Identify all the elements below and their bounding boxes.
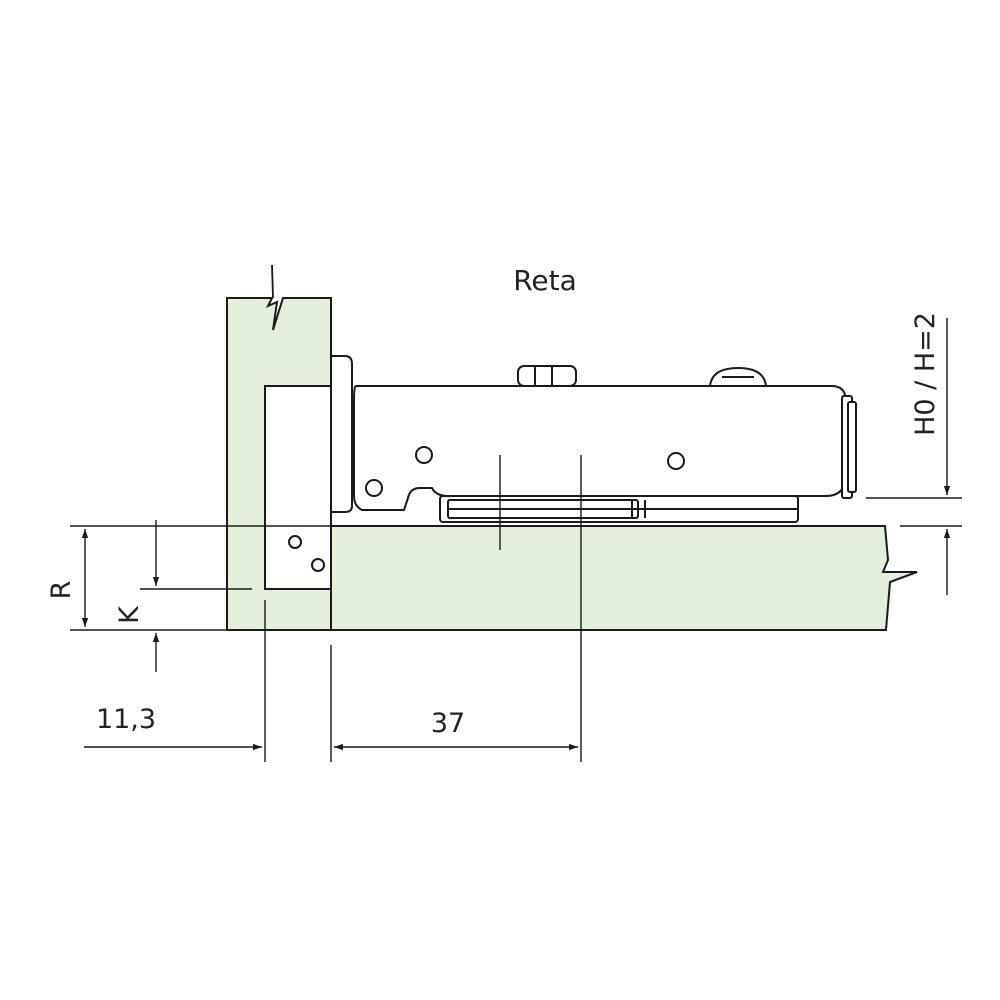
arm-hole-3 bbox=[667, 452, 685, 470]
diagram-title: Reta bbox=[513, 264, 577, 297]
door-panel bbox=[330, 525, 918, 631]
dim-label-h: H0 / H=2 bbox=[910, 312, 941, 436]
arm-screw-left bbox=[517, 365, 577, 387]
dim-label-11-3: 11,3 bbox=[96, 704, 156, 735]
cup-screw-hole-2 bbox=[311, 558, 325, 572]
dim-label-k: K bbox=[114, 605, 145, 624]
dim-label-37: 37 bbox=[431, 708, 465, 739]
break-line-top bbox=[271, 264, 274, 299]
arm-hole-1 bbox=[365, 479, 383, 497]
dim-label-r: R bbox=[46, 581, 77, 600]
hinge-cup bbox=[264, 385, 332, 590]
hinge-arm bbox=[330, 355, 857, 523]
arm-hole-2 bbox=[415, 446, 433, 464]
cup-screw-hole-1 bbox=[288, 535, 302, 549]
arm-screw-right bbox=[708, 366, 768, 387]
